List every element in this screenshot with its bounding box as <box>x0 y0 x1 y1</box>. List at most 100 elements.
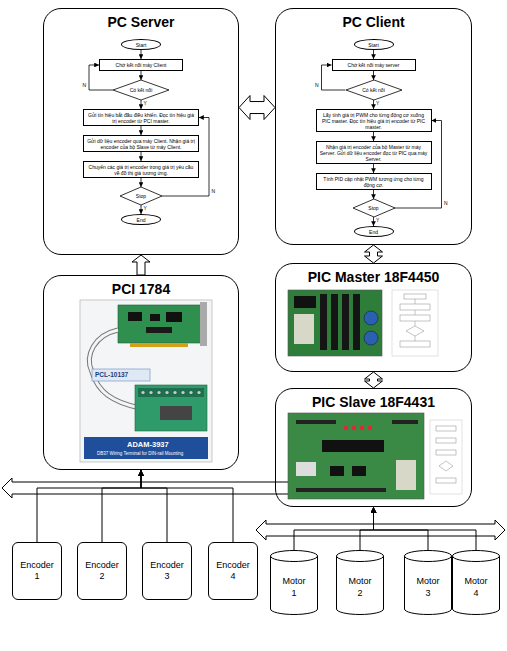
motor-label: Motor 1 <box>279 576 309 599</box>
illustration-part <box>150 314 160 321</box>
process-text: Nhận giá trị encoder của bộ Master từ má… <box>317 143 431 163</box>
block-arrow <box>365 372 383 388</box>
signal-line <box>374 507 477 550</box>
process-box: Chuyển các giá trị encoder trong giá trị… <box>83 161 199 178</box>
branch-label: Y <box>376 218 380 223</box>
illustration-part <box>296 420 336 424</box>
panel-title: PIC Slave 18F4431 <box>276 394 471 410</box>
illustration-part <box>352 426 356 430</box>
cylinder-body <box>337 556 384 614</box>
illustration-part <box>173 391 176 394</box>
flow-arrow <box>373 132 374 141</box>
loop-arrow <box>395 121 442 209</box>
terminal-oval: End <box>121 214 161 225</box>
system-panel: PC ClientStartChờ kết nối máy server Có k… <box>275 8 472 245</box>
illustration-part <box>138 388 204 397</box>
signal-line <box>360 507 374 550</box>
block-arrow <box>365 245 383 263</box>
illustration-part <box>436 450 456 455</box>
motor-cylinder: Motor 3 <box>404 550 452 615</box>
cylinder-body <box>271 556 318 614</box>
signal-line <box>141 470 167 542</box>
process-text: Tính PID cập nhật PWM tương ứng cho từng… <box>317 175 431 189</box>
illustration-part <box>128 312 142 321</box>
decision-diamond: Stop <box>353 199 395 217</box>
process-text: Chờ kết nối máy server <box>345 61 403 69</box>
branch-label: N <box>444 201 449 206</box>
terminal-oval: Start <box>354 39 394 50</box>
illustration-part <box>294 314 314 344</box>
illustration-part <box>322 440 384 452</box>
flow-arrow <box>373 217 374 226</box>
illustration-part <box>296 488 386 492</box>
system-panel: PIC Slave 18F4431 <box>275 388 472 507</box>
block-arrow <box>132 255 150 275</box>
terminal-oval: End <box>354 226 394 237</box>
terminal-text: End <box>366 228 381 236</box>
decision-diamond: Có kết nối <box>346 80 402 100</box>
process-text: Chuyển các giá trị encoder trong giá trị… <box>84 163 198 177</box>
illustration-part <box>166 312 182 322</box>
branch-label: N <box>211 189 216 194</box>
encoder-box: Encoder 3 <box>142 542 192 600</box>
decision-diamond: Có kết nối <box>113 80 169 100</box>
cylinder-body <box>453 556 500 614</box>
illustration-part <box>165 391 168 394</box>
encoder-label: Encoder 4 <box>213 560 253 583</box>
illustration-part <box>200 302 207 346</box>
process-box: Tính PID cập nhật PWM tương ứng cho từng… <box>316 173 432 190</box>
signal-line <box>141 470 233 542</box>
motor-label: Motor 3 <box>413 576 443 599</box>
flow-arrow <box>141 152 142 161</box>
panel-title: PC Client <box>276 14 471 30</box>
illustration-part <box>342 294 349 350</box>
illustration-part <box>415 321 416 326</box>
flow-arrow <box>141 100 142 109</box>
branch-label: Y <box>143 101 147 106</box>
flow-arrow <box>141 126 142 135</box>
decision-text: Stop <box>136 193 146 199</box>
illustration-part <box>439 461 453 471</box>
encoder-box: Encoder 1 <box>12 542 62 600</box>
board-caption: DB37 Wiring Terminal for DIN-rail Mounti… <box>97 451 183 456</box>
motor-label: Motor 4 <box>461 576 491 599</box>
branch-label: N <box>315 83 320 88</box>
terminal-oval: Start <box>121 39 161 50</box>
illustration-part <box>400 315 430 321</box>
system-panel: PIC Master 18F4450 <box>275 263 472 372</box>
illustration-part <box>296 462 316 476</box>
diamond-shape <box>113 80 169 100</box>
illustration-part <box>189 391 192 394</box>
illustration-part <box>146 327 172 333</box>
process-box: Chờ kết nối máy Client <box>99 59 183 71</box>
illustration-part <box>118 305 202 343</box>
illustration-part <box>344 426 348 430</box>
illustration-part <box>160 406 192 420</box>
illustration-part <box>404 294 426 299</box>
cylinder-top <box>271 551 318 562</box>
signal-line <box>102 470 141 542</box>
illustration-part <box>197 391 200 394</box>
signal-line <box>37 470 141 542</box>
motor-cylinder: Motor 4 <box>452 550 500 615</box>
process-box: Nhận giá trị encoder của bộ Master từ má… <box>316 141 432 164</box>
motor-cylinder: Motor 2 <box>336 550 384 615</box>
illustration-part <box>352 466 366 476</box>
illustration-part <box>436 426 456 431</box>
process-box: Gửi dữ liệu encoder qua máy Client. Nhận… <box>83 135 199 152</box>
branch-label: N <box>82 83 87 88</box>
decision-text: Có kết nối <box>130 87 153 93</box>
process-text: Lấy tính giá trị PWM cho từng động cơ xu… <box>317 111 431 131</box>
illustration-part <box>406 326 424 336</box>
decision-diamond: Stop <box>120 187 162 205</box>
illustration-part <box>400 341 430 347</box>
encoder-label: Encoder 2 <box>82 560 122 583</box>
illustration-part <box>415 310 416 315</box>
process-box: Chờ kết nối máy server <box>332 59 416 71</box>
signal-line <box>294 507 374 550</box>
cylinder-top <box>405 551 452 562</box>
decision-text: Có kết nối <box>362 87 385 93</box>
illustration-part <box>157 391 160 394</box>
process-box: Gửi tín hiệu bắt đầu điều khiển. Đọc tín… <box>83 109 199 126</box>
